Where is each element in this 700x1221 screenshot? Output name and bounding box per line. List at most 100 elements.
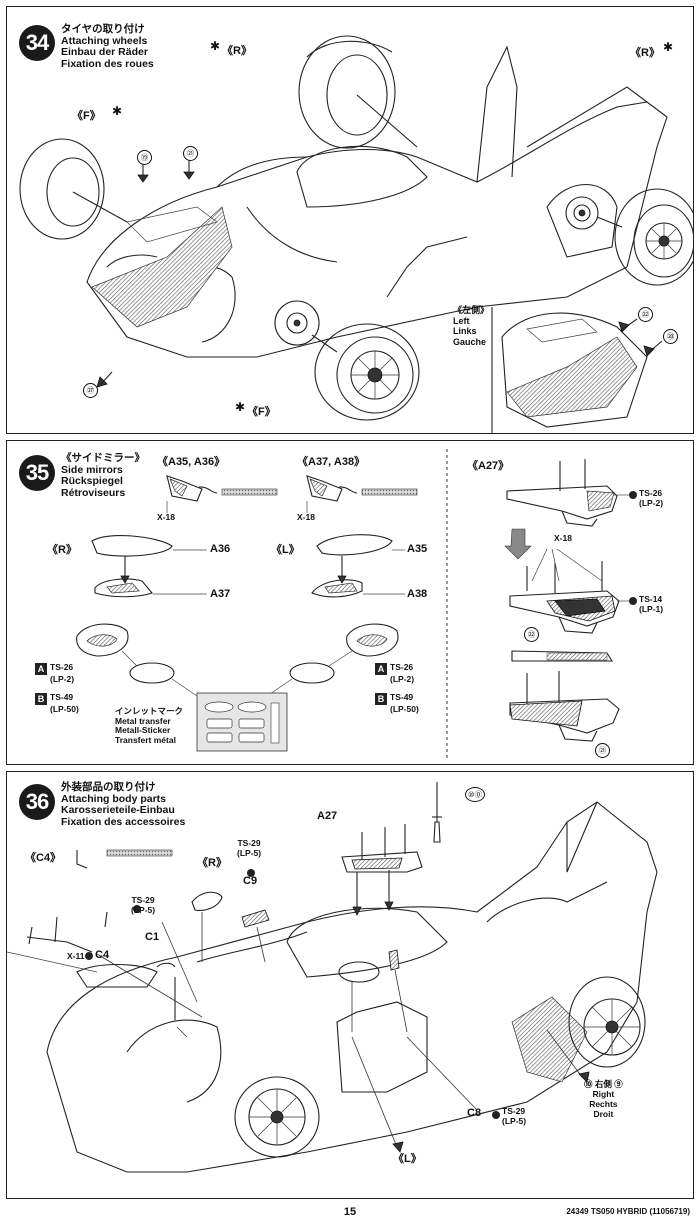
part-a35: A35 bbox=[407, 543, 428, 555]
title-de: Einbau der Räder bbox=[61, 46, 148, 58]
part-a37: A37 bbox=[210, 588, 231, 600]
inset-label-ja: 《左側》 bbox=[453, 305, 490, 315]
title-fr: Fixation des roues bbox=[61, 57, 154, 70]
title-de: Rückspiegel bbox=[61, 475, 123, 487]
paint-badge: B bbox=[375, 693, 387, 705]
x11-label: X-11 bbox=[67, 951, 85, 961]
part-c1: C1 bbox=[145, 931, 160, 943]
decal-badge: ㉑ bbox=[595, 743, 610, 758]
title-ja: 《サイドミラー》 bbox=[61, 452, 145, 464]
paint-sub: (LP-5) bbox=[237, 847, 262, 858]
metal-transfer-en: Metal transfer bbox=[115, 715, 171, 726]
step-34-panel: 34 タイヤの取り付け Attaching wheels Einbau der … bbox=[6, 6, 694, 434]
c4-part: C4 bbox=[95, 949, 110, 961]
inset-label: 《左側》 Left Links Gauche bbox=[453, 305, 489, 347]
cement-icon: ✱ bbox=[663, 40, 674, 54]
paint-c1: TS-29 (LP-5) bbox=[131, 895, 156, 915]
cement-icon: ✱ bbox=[112, 104, 123, 118]
a27-cement-label: X-18 bbox=[554, 533, 572, 543]
inset-label-de: Links bbox=[453, 326, 477, 336]
step-title: 《サイドミラー》 Side mirrors Rückspiegel Rétrov… bbox=[61, 452, 145, 499]
paint-code: TS-29 bbox=[502, 1106, 526, 1116]
title-ja: 外装部品の取り付け bbox=[61, 781, 156, 793]
cement-icon: ✱ bbox=[235, 400, 246, 414]
right-label-en: Right bbox=[592, 1089, 615, 1099]
right-label-fr: Droit bbox=[593, 1109, 614, 1119]
paint-sub: (LP-5) bbox=[502, 1115, 527, 1126]
page-number: 15 bbox=[343, 1206, 357, 1218]
decal-badge: ⑳ bbox=[663, 329, 678, 344]
right-label-ja: ⑩ 右側 ⑨ bbox=[584, 1079, 623, 1089]
a27-paint-1: TS-26 (LP-2) bbox=[639, 488, 664, 508]
title-fr: Rétroviseurs bbox=[61, 486, 126, 499]
inset-label-en: Left bbox=[453, 315, 470, 326]
paint-sub: (LP-50) bbox=[390, 704, 419, 714]
title-de: Karosserieteile-Einbau bbox=[61, 804, 175, 816]
part-a27: A27 bbox=[317, 810, 338, 822]
metal-transfer-fr: Transfert métal bbox=[115, 734, 176, 745]
metal-transfer-de: Metall-Sticker bbox=[115, 725, 171, 735]
c4-label: 《C4》 bbox=[25, 852, 62, 864]
product-code: 24349 TS050 HYBRID (11056719) bbox=[566, 1207, 690, 1216]
paint-code: TS-49 bbox=[390, 692, 414, 702]
title-en: Attaching body parts bbox=[61, 792, 167, 805]
part-a38: A38 bbox=[407, 588, 428, 600]
paint-c8: TS-29 (LP-5) bbox=[502, 1106, 527, 1126]
step-number: 35 bbox=[19, 455, 55, 491]
paint-c9: TS-29 (LP-5) bbox=[237, 838, 262, 858]
decal-badge: ㉑ bbox=[183, 146, 198, 161]
paint-badge: A bbox=[35, 663, 47, 675]
body-parts-diagram bbox=[7, 782, 658, 1173]
step-35-panel: 35 《サイドミラー》 Side mirrors Rückspiegel Rét… bbox=[6, 440, 694, 765]
decal-badge: ⑲ bbox=[137, 150, 152, 165]
paint-code: TS-14 bbox=[639, 594, 663, 604]
paint-sub: (LP-1) bbox=[639, 603, 664, 614]
cement-label: X-18 bbox=[157, 512, 175, 522]
paint-code: TS-29 bbox=[131, 895, 155, 905]
mirror-diagram bbox=[76, 449, 637, 759]
side-r-label: 《R》 bbox=[197, 857, 227, 869]
paint-code: TS-26 bbox=[50, 662, 74, 672]
part-c8: C8 bbox=[467, 1107, 482, 1119]
side-l-label: 《L》 bbox=[271, 544, 300, 556]
title-ja: タイヤの取り付け bbox=[61, 23, 145, 35]
cement-icon: ✱ bbox=[210, 39, 221, 53]
step-title: タイヤの取り付け Attaching wheels Einbau der Räd… bbox=[61, 23, 154, 70]
car-wheels-diagram bbox=[19, 35, 693, 433]
part-c9: C9 bbox=[243, 875, 258, 887]
decal-badge: ㉒ bbox=[638, 307, 653, 322]
part-group-a27: 《A27》 bbox=[467, 460, 510, 472]
step-36-panel: 36 外装部品の取り付け Attaching body parts Kaross… bbox=[6, 771, 694, 1199]
title-en: Attaching wheels bbox=[61, 34, 148, 47]
callout-front-left: 《F》 bbox=[72, 110, 101, 122]
step-number: 34 bbox=[19, 25, 55, 61]
cement-label: X-18 bbox=[297, 512, 315, 522]
callout-rear-left: 《R》 bbox=[222, 45, 252, 57]
paint-code: TS-49 bbox=[50, 692, 74, 702]
paint-sub: (LP-50) bbox=[50, 704, 79, 714]
callout-rear-right: 《R》 bbox=[630, 47, 660, 59]
decal-badge: ㉒ bbox=[524, 627, 539, 642]
inset-label-fr: Gauche bbox=[453, 336, 487, 347]
paint-sub: (LP-2) bbox=[639, 497, 664, 508]
a27-paint-2: TS-14 (LP-1) bbox=[639, 594, 664, 614]
paint-code: TS-29 bbox=[237, 838, 261, 848]
step-title: 外装部品の取り付け Attaching body parts Karosseri… bbox=[61, 781, 185, 828]
right-side-label: ⑩ 右側 ⑨ Right Rechts Droit bbox=[584, 1079, 623, 1119]
decal-badge: ⑩⓪ bbox=[465, 787, 485, 802]
part-group-a37-a38: 《A37, A38》 bbox=[297, 456, 366, 468]
paint-code: TS-26 bbox=[390, 662, 414, 672]
paint-badge: A bbox=[375, 663, 387, 675]
paint-sub: (LP-5) bbox=[131, 904, 156, 915]
side-r-label: 《R》 bbox=[47, 544, 77, 556]
callout-front-right: 《F》 bbox=[247, 406, 276, 418]
decal-badge: ㉗ bbox=[83, 383, 98, 398]
part-a36: A36 bbox=[210, 543, 231, 555]
metal-transfer-ja: インレットマーク bbox=[115, 706, 184, 716]
title-en: Side mirrors bbox=[61, 463, 123, 476]
metal-transfer-label: インレットマーク Metal transfer Metall-Sticker T… bbox=[115, 706, 184, 745]
side-l-label: 《L》 bbox=[393, 1153, 422, 1165]
